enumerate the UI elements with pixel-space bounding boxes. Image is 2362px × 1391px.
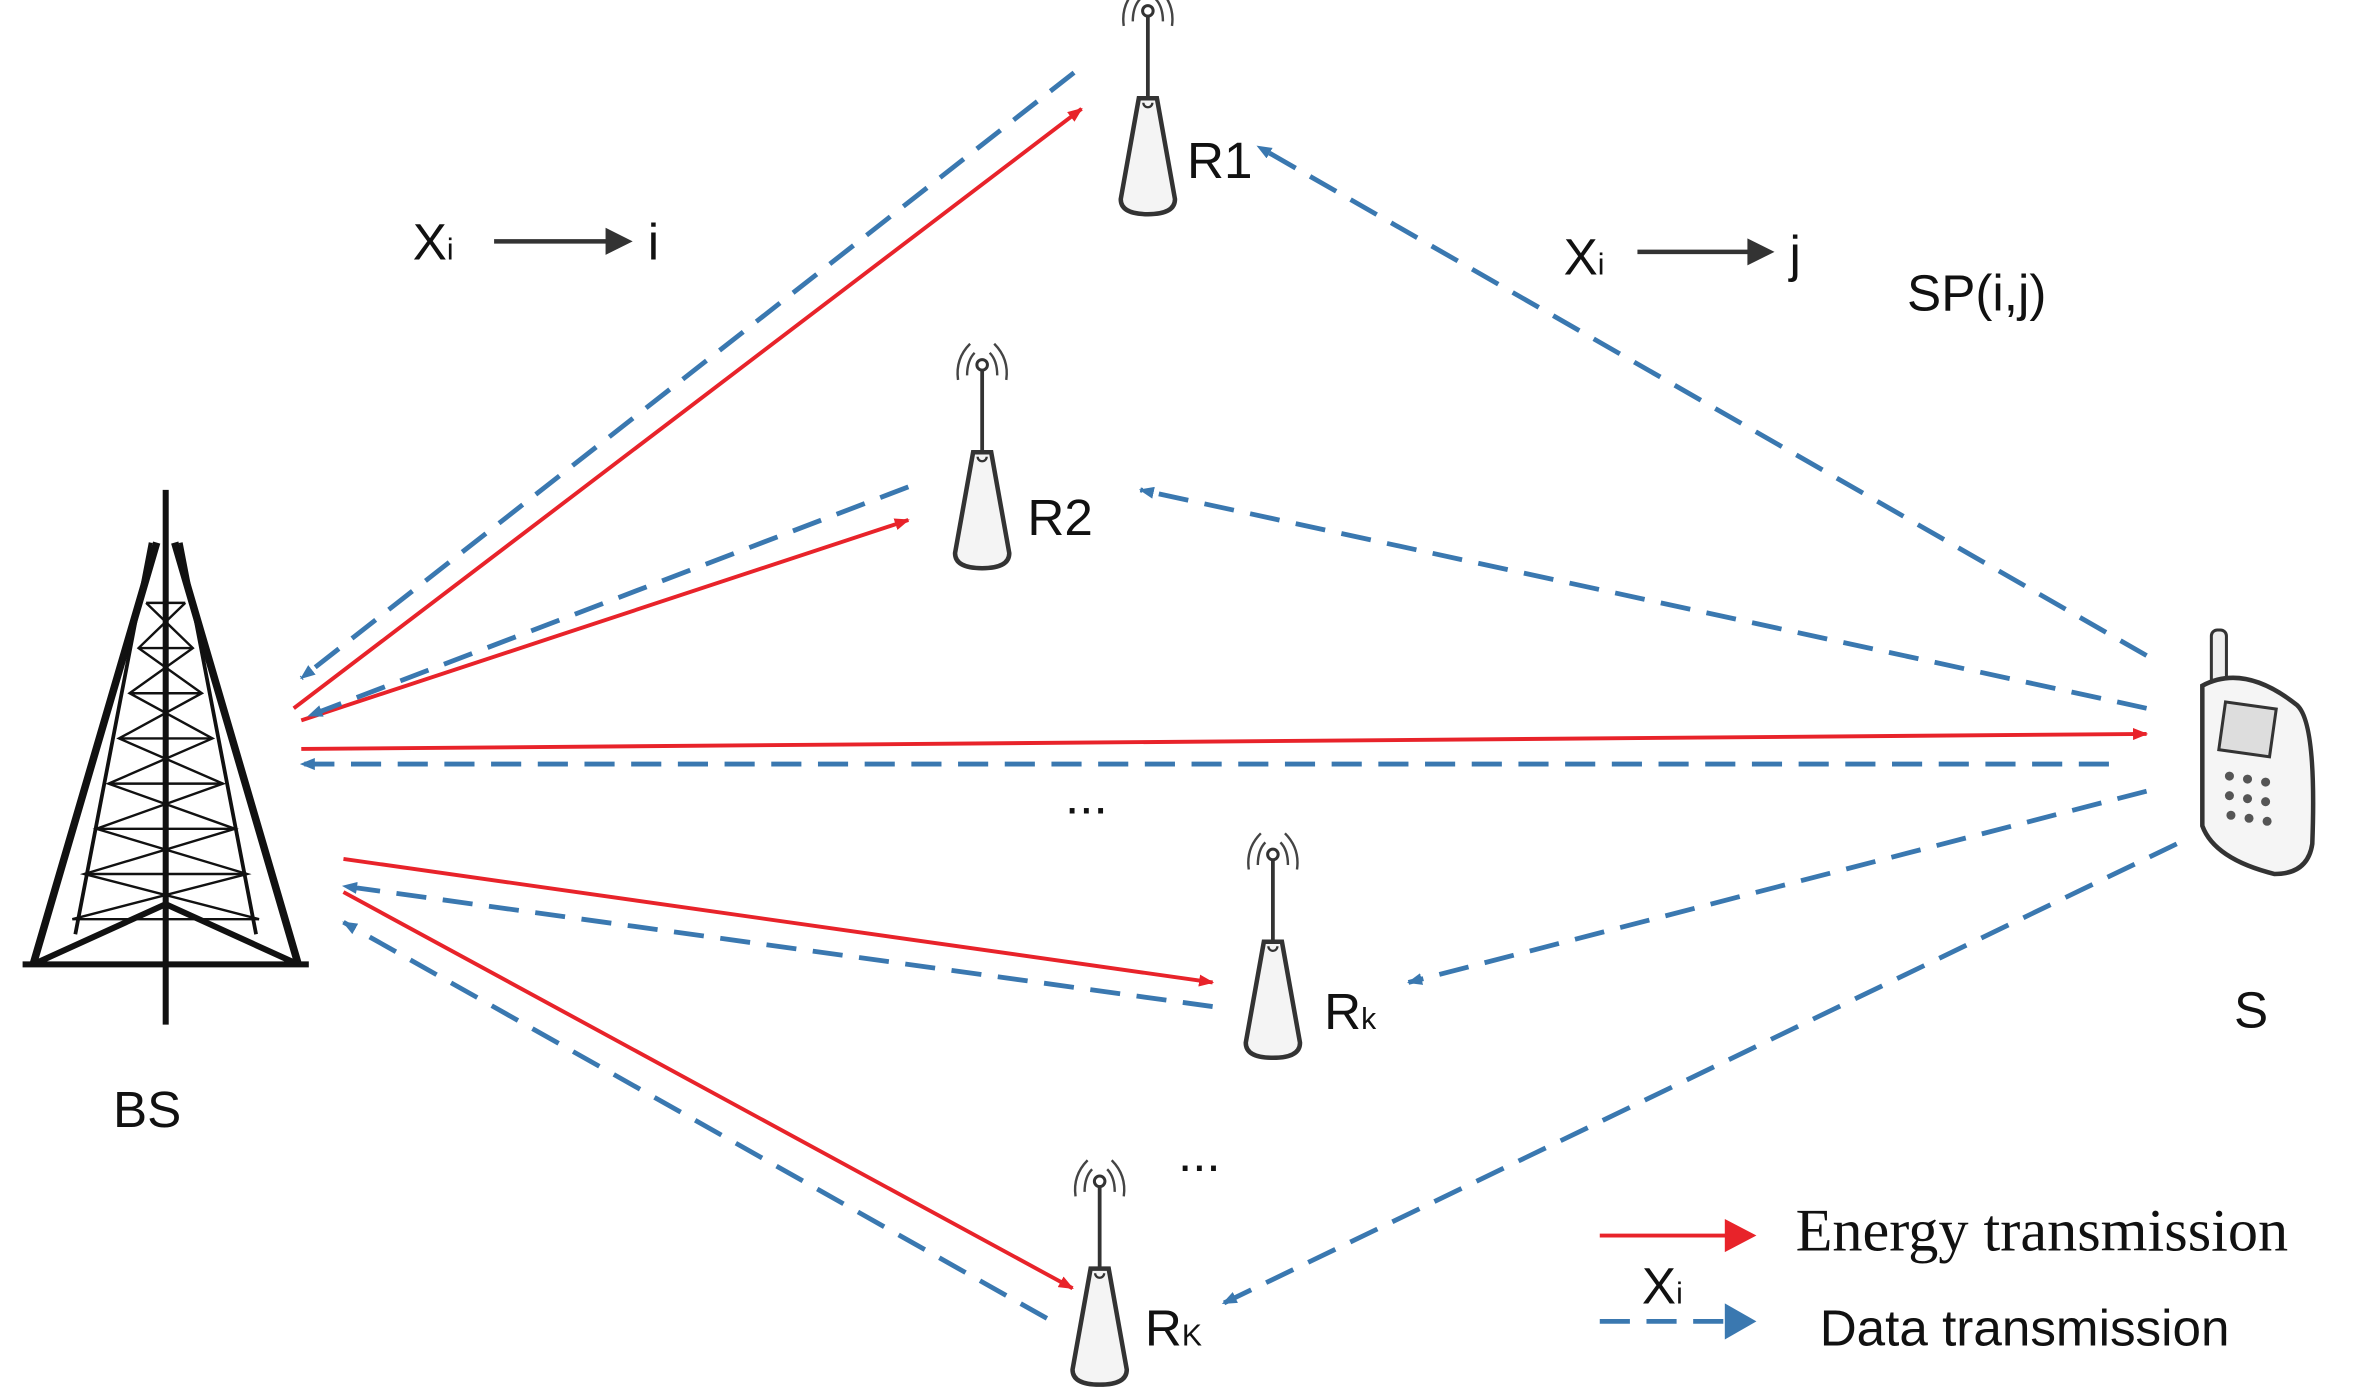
legend-energy-label: Energy transmission [1796, 1198, 2289, 1265]
legend: Energy transmission Xi Data transmission [1599, 1198, 2289, 1357]
relay-rK-antenna-icon [1073, 1160, 1127, 1384]
relay-rk-antenna-icon [1246, 833, 1300, 1057]
bs-label: BS [113, 1081, 181, 1138]
source-phone-icon [2200, 628, 2316, 877]
j-annotation: j [1788, 225, 1801, 282]
rk-label: Rk [1324, 983, 1377, 1040]
r1-label: R1 [1187, 132, 1252, 189]
relay-r2-antenna-icon [955, 344, 1009, 568]
data-arrow-s-rk [1407, 788, 2148, 985]
relay-r1-antenna-icon [1121, 0, 1175, 214]
mapping-arrowhead-left [605, 227, 633, 255]
data-arrow-s-rK [1221, 841, 2178, 1306]
ellipsis-upper: ... [1065, 768, 1108, 825]
energy-arrow-bs-rK [342, 890, 1074, 1290]
xi-annotation-left: Xi [413, 213, 454, 270]
legend-energy-arrowhead [1724, 1218, 1757, 1253]
energy-arrow-bs-r2 [300, 518, 910, 723]
xi-annotation-right: Xi [1564, 228, 1605, 285]
data-arrow-rk-bs [341, 881, 1213, 1009]
mapping-arrowhead-right [1747, 238, 1775, 266]
legend-xi-label: Xi [1642, 1257, 1683, 1314]
energy-arrow-bs-r1 [292, 107, 1083, 710]
energy-arrow-bs-rk [343, 857, 1215, 987]
data-arrow-rK-bs [342, 920, 1049, 1321]
data-arrow-r1-bs [299, 70, 1076, 681]
legend-data-label: Data transmission [1820, 1300, 2230, 1357]
sp-annotation: SP(i,j) [1907, 265, 2046, 322]
data-arrow-s-r2 [1138, 486, 2148, 711]
base-station-tower-icon [22, 489, 309, 1025]
i-annotation: i [648, 213, 659, 270]
s-label: S [2234, 982, 2268, 1039]
data-arrow-s-r1 [1256, 144, 2148, 658]
legend-data-arrowhead [1724, 1303, 1757, 1340]
r2-label: R2 [1027, 489, 1092, 546]
ellipsis-lower: ... [1178, 1125, 1221, 1182]
data-arrow-r2-bs [307, 484, 910, 719]
rK-label: RK [1145, 1300, 1202, 1357]
energy-arrow-bs-s [301, 727, 2149, 751]
